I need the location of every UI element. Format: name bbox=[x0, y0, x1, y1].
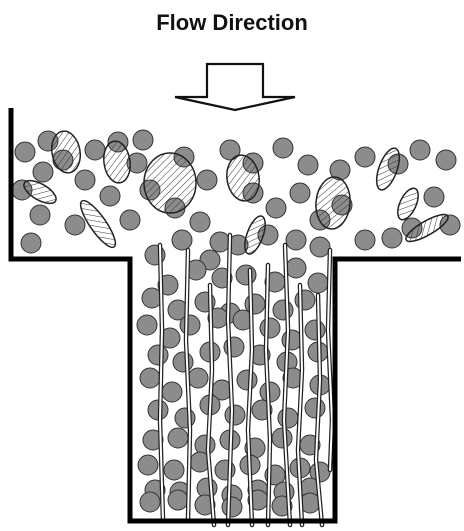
spherical-particle bbox=[260, 318, 280, 338]
spherical-particle bbox=[424, 187, 444, 207]
spherical-particle bbox=[168, 490, 188, 510]
spherical-particle bbox=[273, 300, 293, 320]
spherical-particle bbox=[180, 315, 200, 335]
spherical-particle bbox=[85, 140, 105, 160]
spherical-particle bbox=[355, 147, 375, 167]
spherical-particle bbox=[100, 186, 120, 206]
spherical-particle bbox=[21, 233, 41, 253]
spherical-particle bbox=[197, 170, 217, 190]
spherical-particle bbox=[305, 398, 325, 418]
spherical-particle bbox=[30, 205, 50, 225]
spherical-particle bbox=[65, 215, 85, 235]
spherical-particle bbox=[273, 138, 293, 158]
spherical-particle bbox=[225, 405, 245, 425]
spherical-particle bbox=[133, 130, 153, 150]
particle-layer bbox=[12, 129, 460, 525]
spherical-particle bbox=[222, 497, 242, 517]
spherical-particle bbox=[172, 230, 192, 250]
hollow-down-arrow-icon bbox=[175, 64, 295, 110]
spherical-particle bbox=[382, 228, 402, 248]
spherical-particle bbox=[286, 230, 306, 250]
spherical-particle bbox=[168, 428, 188, 448]
spherical-particle bbox=[308, 273, 328, 293]
spherical-particle bbox=[138, 455, 158, 475]
spherical-particle bbox=[298, 155, 318, 175]
spherical-particle bbox=[164, 460, 184, 480]
spherical-particle bbox=[286, 258, 306, 278]
elongated-particle bbox=[144, 153, 196, 213]
spherical-particle bbox=[237, 370, 257, 390]
spherical-particle bbox=[120, 210, 140, 230]
spherical-particle bbox=[140, 368, 160, 388]
spherical-particle bbox=[137, 315, 157, 335]
spherical-particle bbox=[305, 320, 325, 340]
elongated-particle bbox=[101, 139, 133, 184]
spherical-particle bbox=[188, 368, 208, 388]
spherical-particle bbox=[173, 352, 193, 372]
spherical-particle bbox=[355, 230, 375, 250]
spherical-particle bbox=[190, 212, 210, 232]
spherical-particle bbox=[140, 492, 160, 512]
spherical-particle bbox=[436, 150, 456, 170]
spherical-particle bbox=[236, 265, 256, 285]
elongated-particle bbox=[394, 185, 423, 223]
spherical-particle bbox=[33, 162, 53, 182]
spherical-particle bbox=[210, 232, 230, 252]
spherical-particle bbox=[75, 170, 95, 190]
spherical-particle bbox=[272, 428, 292, 448]
spherical-particle bbox=[148, 345, 168, 365]
spherical-particle bbox=[310, 237, 330, 257]
spherical-particle bbox=[266, 198, 286, 218]
spherical-particle bbox=[15, 142, 35, 162]
spherical-particle bbox=[278, 408, 298, 428]
spherical-particle bbox=[162, 382, 182, 402]
spherical-particle bbox=[410, 140, 430, 160]
spherical-particle bbox=[290, 183, 310, 203]
